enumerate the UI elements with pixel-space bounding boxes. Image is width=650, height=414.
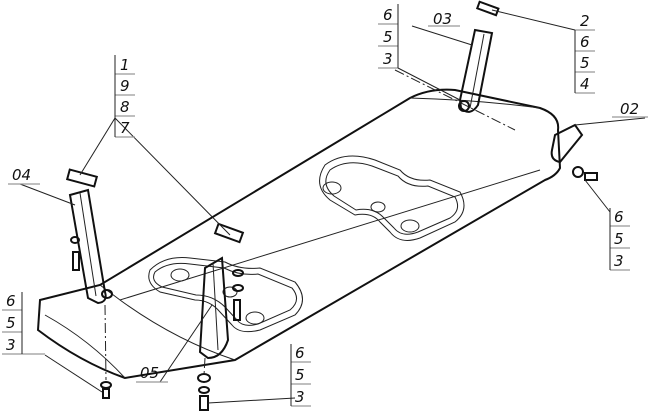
callout-number: 5: [295, 366, 305, 384]
callout-stack-bottom-center: 6 5 3: [290, 344, 311, 407]
label-04: 04: [8, 166, 40, 185]
callout-number: 2: [580, 12, 590, 30]
callout-stack-right: 6 5 3: [609, 208, 630, 271]
part-label-04: 04: [12, 166, 31, 184]
part-label-03: 03: [433, 10, 452, 28]
callout-number: 3: [614, 252, 624, 270]
label-03: 03: [428, 10, 460, 28]
callout-number: 5: [383, 28, 393, 46]
part-label-02: 02: [620, 100, 639, 118]
callout-number: 3: [6, 336, 16, 354]
callout-number: 8: [120, 98, 130, 116]
callout-stack-left: 1 9 8 7: [114, 55, 135, 138]
callout-number: 3: [295, 388, 305, 406]
callout-stack-top-right: 2 6 5 4: [574, 12, 595, 94]
bracket-04: [65, 168, 113, 305]
callout-number: 6: [580, 33, 590, 51]
callout-number: 6: [383, 6, 393, 24]
callout-number: 1: [120, 56, 130, 74]
label-02: 02: [612, 100, 648, 118]
callout-number: 6: [614, 208, 624, 226]
label-05: 05: [136, 364, 168, 383]
callout-stack-bottom-left: 6 5 3: [2, 292, 45, 355]
bracket-05: [198, 222, 245, 360]
callout-number: 4: [580, 75, 590, 93]
callout-number: 3: [383, 50, 393, 68]
callout-number: 5: [614, 230, 624, 248]
callout-number: 9: [120, 77, 130, 95]
callout-stack-top-center: 6 5 3: [378, 4, 461, 101]
callout-number: 5: [6, 314, 16, 332]
bracket-02: [550, 123, 584, 164]
callout-number: 6: [6, 292, 16, 310]
part-label-05: 05: [140, 364, 159, 382]
leader-lines: [19, 9, 646, 404]
callout-number: 5: [580, 54, 590, 72]
fasteners: [70, 166, 598, 411]
callout-number: 6: [295, 344, 305, 362]
callout-number: 7: [120, 119, 130, 137]
skid-plate: [36, 88, 562, 380]
bracket-03: [458, 0, 500, 113]
